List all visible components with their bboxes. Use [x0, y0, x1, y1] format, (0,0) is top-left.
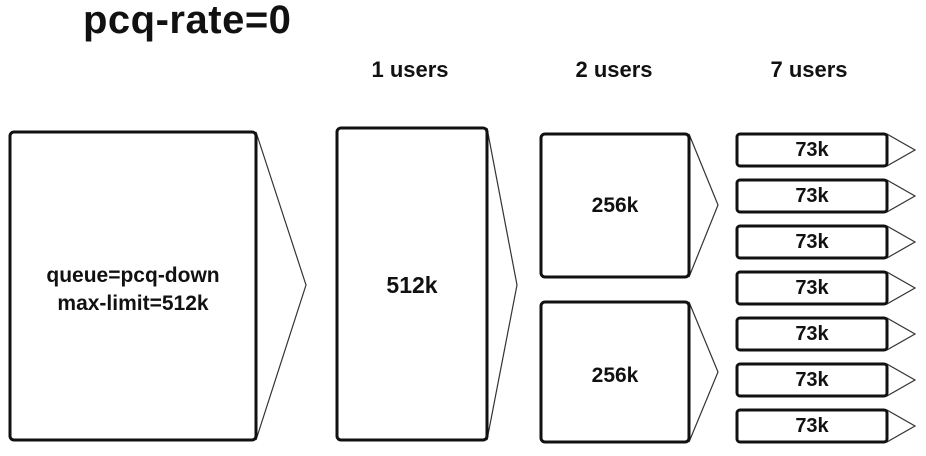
column-header-1-users: 1 users	[371, 57, 449, 82]
seven-users-rate-7: 73k	[795, 415, 829, 437]
seven-users-rate-4: 73k	[795, 277, 829, 299]
two-users-arrow-1	[688, 133, 719, 278]
seven-users-arrow-6	[886, 362, 917, 398]
two-users-box-2	[539, 300, 691, 444]
seven-users-box-3	[735, 224, 889, 260]
two-users-rate-1: 256k	[591, 194, 639, 217]
seven-users-rate-5: 73k	[795, 323, 829, 345]
seven-users-rate-3: 73k	[795, 231, 829, 253]
two-users-rate-2: 256k	[591, 364, 639, 387]
seven-users-arrow-3	[886, 224, 917, 260]
seven-users-arrow-5	[886, 316, 917, 352]
queue-arrow	[255, 131, 307, 441]
queue-box	[8, 130, 258, 442]
one-user-arrow	[486, 127, 518, 441]
diagram-title: pcq-rate=0	[83, 0, 292, 42]
queue-max-limit-text: max-limit=512k	[57, 292, 209, 315]
seven-users-arrow-1	[886, 132, 917, 168]
seven-users-arrow-7	[886, 408, 917, 444]
queue-type-text: queue=pcq-down	[46, 264, 220, 287]
one-user-rate: 512k	[386, 272, 438, 298]
column-header-2-users: 2 users	[575, 57, 653, 82]
seven-users-box-1	[735, 132, 889, 168]
seven-users-arrow-4	[886, 270, 917, 306]
seven-users-rate-2: 73k	[795, 185, 829, 207]
queue-label: queue=pcq-down max-limit=512k	[10, 262, 256, 318]
seven-users-box-5	[735, 316, 889, 352]
column-header-7-users: 7 users	[770, 57, 848, 82]
one-user-box	[335, 126, 489, 442]
seven-users-box-6	[735, 362, 889, 398]
seven-users-rate-6: 73k	[795, 369, 829, 391]
seven-users-box-2	[735, 178, 889, 214]
seven-users-box-4	[735, 270, 889, 306]
two-users-arrow-2	[688, 301, 719, 443]
seven-users-group	[735, 132, 917, 444]
seven-users-box-7	[735, 408, 889, 444]
seven-users-arrow-2	[886, 178, 917, 214]
two-users-box-1	[539, 132, 691, 279]
seven-users-rate-1: 73k	[795, 139, 829, 161]
